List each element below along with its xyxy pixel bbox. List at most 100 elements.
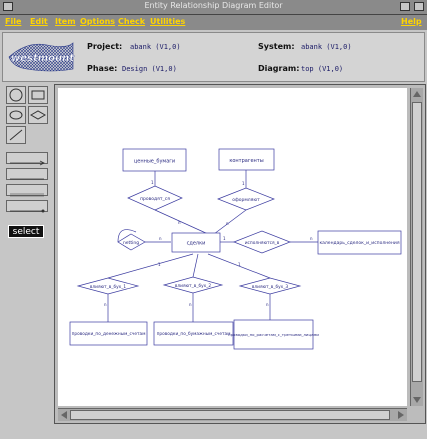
- entity-postings-third[interactable]: [233, 319, 314, 350]
- entity-securities-label: ценные_бумаги: [134, 159, 175, 165]
- card-calendar: n: [310, 236, 313, 241]
- vertical-scrollbar[interactable]: [410, 88, 423, 406]
- scroll-up-arrow-icon[interactable]: [411, 88, 423, 100]
- double-line-icon: [10, 193, 44, 197]
- relationship-affect-3-label: влияют_в_бух_3: [252, 284, 288, 290]
- arrow-line-icon: [10, 160, 45, 166]
- menu-item[interactable]: Item: [55, 17, 76, 26]
- entity-postings-third-label: проводки_по_расчетам_с_третьими_лицами: [228, 332, 319, 337]
- status-strip: [0, 426, 427, 439]
- card-formalized-deals: n: [226, 221, 229, 226]
- tool-line[interactable]: [6, 126, 26, 144]
- project-label: Project:: [87, 42, 123, 51]
- card-counterparties: 1: [242, 181, 245, 186]
- relationship-executed-label: исполняются_в: [245, 241, 280, 246]
- vertical-scroll-thumb[interactable]: [412, 102, 422, 382]
- entity-securities[interactable]: [122, 148, 187, 172]
- card-carried-deals: n: [178, 220, 181, 225]
- title-bar: Entity Relationship Diagram Editor: [0, 0, 427, 15]
- circle-icon: [9, 88, 23, 102]
- diagram-value: top (V1,0): [301, 65, 344, 73]
- tool-arrow-connector[interactable]: [6, 152, 48, 166]
- menu-bar: File Edit Item Options Check Utilities H…: [0, 15, 427, 30]
- system-value: abank (V1,0): [301, 43, 352, 51]
- relationship-affect-1[interactable]: [76, 277, 140, 295]
- system-label: System:: [258, 42, 295, 51]
- entity-counterparties-label: контрагенты: [229, 158, 263, 164]
- menu-help[interactable]: Help: [401, 17, 422, 26]
- ellipse-icon: [9, 110, 23, 120]
- link-deals-affect1: [107, 253, 194, 279]
- rectangle-icon: [31, 90, 45, 100]
- entity-postings-cash-label: проводки_по_денежным_счетам: [72, 332, 146, 337]
- relationship-executed[interactable]: [233, 230, 291, 254]
- window-title: Entity Relationship Diagram Editor: [144, 1, 283, 10]
- select-tool-button[interactable]: select: [8, 225, 44, 238]
- menu-file[interactable]: File: [5, 17, 22, 26]
- entity-postings-cash[interactable]: [69, 321, 148, 346]
- horizontal-scrollbar[interactable]: [58, 408, 407, 421]
- menu-edit[interactable]: Edit: [30, 17, 48, 26]
- minimize-button[interactable]: [400, 2, 410, 11]
- window-menu-button[interactable]: [3, 2, 13, 11]
- relationship-formalized-label: оформляют: [232, 197, 260, 203]
- card-securities-post: n: [189, 302, 192, 307]
- netting-loop-line: [117, 229, 137, 243]
- diamond-icon: [29, 110, 47, 120]
- scroll-right-arrow-icon[interactable]: [395, 409, 407, 421]
- er-diagram: ценные_бумаги контрагенты сделки календа…: [69, 148, 402, 350]
- plain-line-icon: [10, 178, 44, 180]
- entity-calendar-label: календарь_сделок_и_исполнения: [319, 241, 399, 246]
- relationship-formalized[interactable]: [217, 187, 275, 211]
- tool-plain-connector[interactable]: [6, 168, 48, 180]
- diagram-info-header: westmount Project: abank (V1,0) Phase: D…: [2, 32, 425, 82]
- relationship-affect-1-label: влияют_в_бух_1: [90, 284, 126, 290]
- scroll-down-arrow-icon[interactable]: [411, 394, 423, 406]
- card-cash: n: [104, 302, 107, 307]
- diagram-canvas[interactable]: ценные_бумаги контрагенты сделки календа…: [58, 88, 407, 406]
- westmount-logo: westmount: [8, 42, 75, 72]
- diagram-canvas-frame: ценные_бумаги контрагенты сделки календа…: [54, 84, 426, 424]
- dot-line-icon: [10, 209, 45, 213]
- entity-deals[interactable]: [171, 232, 221, 253]
- card-netting: n: [159, 236, 162, 241]
- menu-check[interactable]: Check: [118, 17, 146, 26]
- tool-ellipse[interactable]: [6, 106, 26, 124]
- phase-value: Design (V1,0): [122, 65, 177, 73]
- entity-postings-securities-label: проводки_по_бумажным_счетам: [157, 331, 231, 337]
- horizontal-scroll-thumb[interactable]: [70, 410, 390, 420]
- entity-postings-securities[interactable]: [153, 321, 234, 346]
- tool-rectangle[interactable]: [28, 86, 48, 104]
- tool-double-connector[interactable]: [6, 184, 48, 197]
- entity-deals-label: сделки: [187, 241, 206, 247]
- tool-dot-connector[interactable]: [6, 200, 48, 213]
- card-securities: 1: [151, 180, 154, 185]
- menu-utilities[interactable]: Utilities: [150, 17, 186, 26]
- logo-text: westmount: [11, 53, 75, 64]
- entity-calendar[interactable]: [317, 230, 402, 255]
- link-deals-affect3: [207, 253, 271, 279]
- relationship-netting-label: netting: [123, 240, 139, 246]
- card-deals-affect3: 1: [238, 262, 241, 267]
- line-icon: [9, 129, 23, 141]
- tool-palette: select: [2, 84, 52, 434]
- entity-counterparties[interactable]: [218, 148, 275, 171]
- relationship-carried-out-label: проводят_ся: [140, 197, 170, 202]
- project-value: abank (V1,0): [130, 43, 181, 51]
- phase-label: Phase:: [87, 64, 118, 73]
- scroll-left-arrow-icon[interactable]: [58, 409, 70, 421]
- card-third: n: [266, 302, 269, 307]
- relationship-affect-3[interactable]: [238, 277, 302, 295]
- tool-diamond[interactable]: [28, 106, 48, 124]
- relationship-affect-2[interactable]: [162, 276, 224, 294]
- relationship-netting[interactable]: [117, 233, 146, 251]
- card-deals-affect1: 1: [158, 262, 161, 267]
- diagram-label: Diagram:: [258, 64, 300, 73]
- card-deals-executed: 1: [223, 236, 226, 241]
- link-formalized-deals: [213, 209, 247, 235]
- tool-circle[interactable]: [6, 86, 26, 104]
- menu-options[interactable]: Options: [80, 17, 116, 26]
- relationship-carried-out[interactable]: [127, 185, 183, 211]
- maximize-button[interactable]: [414, 2, 424, 11]
